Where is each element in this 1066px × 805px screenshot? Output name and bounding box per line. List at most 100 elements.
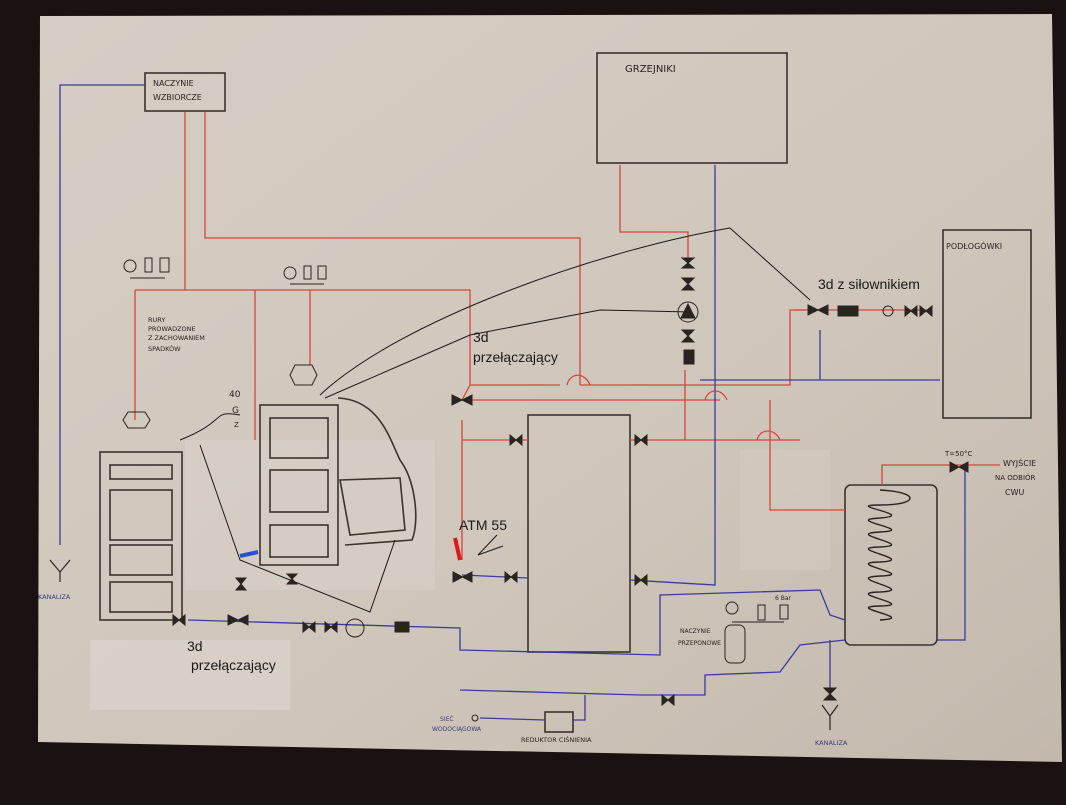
- radiators-label: GRZEJNIKI: [625, 64, 676, 75]
- pressure-gauge-icon: [283, 266, 297, 280]
- boiler-left-door: [109, 489, 173, 541]
- valve-icon: [680, 277, 696, 291]
- floor-heating-box: [942, 229, 1032, 419]
- valve-icon: [285, 573, 299, 585]
- pipe-note-3: Z ZACHOWANIEM: [148, 334, 205, 342]
- valve-3d-bottom-label-1: 3d: [187, 638, 203, 654]
- pipe-crossover: [704, 390, 728, 401]
- control-wire: [199, 444, 396, 613]
- dhw-outlet-label-2: NA ODBIÓR: [995, 473, 1036, 482]
- dhw-coil: [867, 489, 911, 621]
- pipe-note-2: PROWADZONE: [148, 325, 196, 333]
- air-vent-icon: [757, 604, 766, 621]
- drain-icon: [49, 559, 71, 582]
- paste-patch: [90, 640, 290, 710]
- air-vent-icon: [303, 265, 312, 280]
- boiler-right-door: [269, 469, 329, 513]
- water-supply-label-2: WODOCIĄGOWA: [432, 726, 482, 733]
- drain-left-label: KANALIZA: [38, 593, 71, 601]
- pump-icon: [345, 618, 365, 638]
- cold-pipe: [629, 165, 716, 586]
- pipe-note-4: SPADKÓW: [148, 344, 181, 353]
- dhw-tank: [844, 484, 938, 646]
- three-way-valve-icon: [807, 304, 829, 316]
- dhw-outlet-label-3: CWU: [1005, 488, 1024, 497]
- boiler-right: [259, 404, 339, 566]
- pressure-gauge-icon: [123, 259, 137, 273]
- floor-heating-label: PODŁOGÓWKI: [946, 240, 1002, 251]
- valve-icon: [509, 433, 523, 447]
- boiler-right-outline: [337, 397, 417, 546]
- valve-icon: [634, 573, 648, 587]
- pipe-note-1: RURY: [148, 316, 165, 324]
- cold-pipe: [59, 84, 145, 545]
- atm-valve-label: ATM 55: [459, 517, 507, 533]
- pump-icon: [882, 305, 894, 317]
- valve-icon: [904, 304, 918, 318]
- valve-3d-top-label-1: 3d: [473, 329, 489, 345]
- valve-icon: [661, 693, 675, 707]
- boiler-left-door: [109, 581, 173, 613]
- pressure-vessel-label-2: PRZEPONOWE: [678, 640, 721, 647]
- three-way-valve-icon: [451, 394, 473, 406]
- pressure-reducer-box: [544, 711, 574, 733]
- cold-pipe: [479, 695, 586, 721]
- dhw-outlet-label-1: WYJŚCIE: [1003, 457, 1036, 468]
- valve-icon: [680, 257, 696, 269]
- safety-valve-icon: [779, 604, 789, 620]
- pressure-vessel-label-1: NACZYNIE: [680, 628, 711, 635]
- valve-icon: [634, 433, 648, 447]
- hot-pipe: [184, 112, 581, 385]
- pressure-vessel-icon: [724, 624, 746, 664]
- boiler-right-hopper: [339, 477, 406, 536]
- pressure-setting-label: 6 Bar: [775, 595, 792, 602]
- hot-pipe: [134, 289, 471, 420]
- pressure-reducer-label: REDUKTOR CIŚNIENIA: [521, 735, 592, 744]
- paste-patch: [185, 440, 435, 590]
- three-way-valve-icon: [949, 461, 969, 473]
- vent-icon: [122, 411, 151, 429]
- air-vent-icon: [144, 257, 153, 273]
- valve-3d-actuator-label: 3d z siłownikiem: [818, 276, 920, 292]
- pipe-crossover: [756, 430, 781, 441]
- atm-arrow: [477, 534, 504, 556]
- hot-pipe: [769, 400, 1000, 511]
- three-way-valve-icon: [452, 571, 473, 583]
- boiler-note-2: G: [232, 406, 239, 416]
- expansion-vessel-label-1: NACZYNIE: [153, 79, 194, 88]
- valve-3d-top-label-2: przełączający: [473, 349, 558, 365]
- valve-icon: [172, 613, 186, 627]
- hot-pipe: [619, 165, 689, 260]
- valve-icon: [919, 304, 933, 318]
- vent-icon: [289, 364, 318, 386]
- valve-icon: [302, 620, 316, 634]
- pump-icon: [677, 301, 699, 323]
- hot-pipe: [254, 290, 311, 440]
- safety-valve-icon: [317, 265, 327, 280]
- boiler-left-door: [109, 464, 173, 480]
- pressure-gauge-icon: [725, 601, 739, 615]
- valve-icon: [680, 329, 696, 343]
- blue-marker-mark: [239, 550, 259, 558]
- cold-pipe: [187, 589, 846, 656]
- filter-icon: [683, 349, 695, 365]
- cold-pipe: [459, 639, 846, 696]
- water-supply-label-1: SIEĆ: [440, 716, 454, 723]
- boiler-note-3: Z: [234, 421, 239, 429]
- valve-icon: [504, 570, 518, 584]
- three-way-valve-icon: [227, 614, 249, 626]
- boiler-right-door: [269, 524, 329, 558]
- control-wire: [319, 227, 811, 396]
- drain-right-label: KANALIZA: [815, 739, 848, 747]
- expansion-vessel-label-2: WZBIORCZE: [153, 93, 202, 102]
- drain-icon: [821, 704, 839, 730]
- valve-3d-bottom-label-2: przełączający: [191, 657, 276, 673]
- filter-icon: [394, 621, 410, 633]
- control-wire: [179, 413, 241, 441]
- boiler-left: [99, 451, 183, 621]
- pipe-crossover: [566, 374, 591, 386]
- safety-valve-icon: [159, 257, 170, 273]
- thermostatic-setting-label: T=50°C: [944, 450, 973, 458]
